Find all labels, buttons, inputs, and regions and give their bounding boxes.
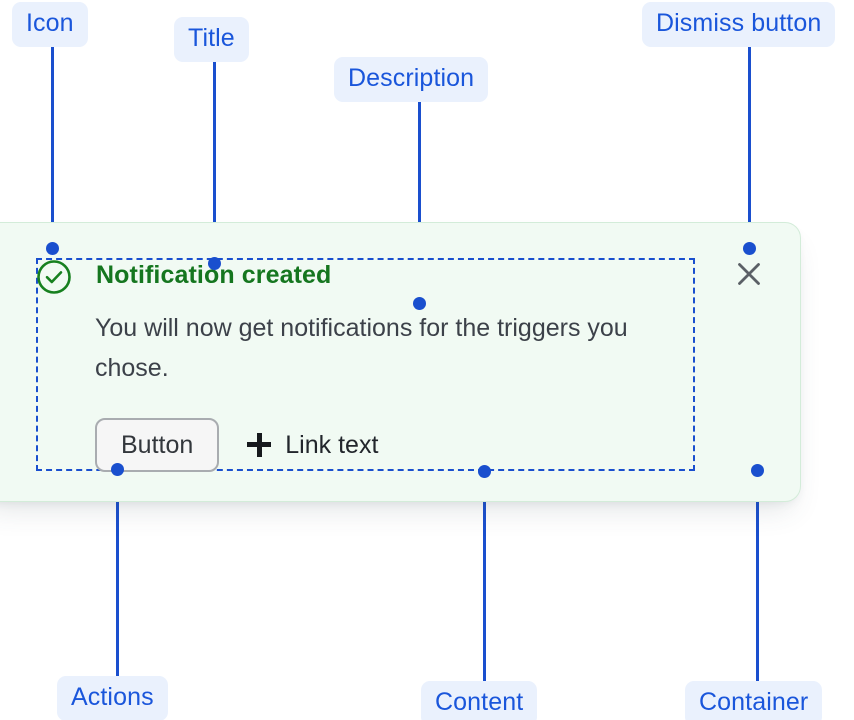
primary-action-button[interactable]: Button <box>95 418 220 472</box>
leader-dot-content <box>477 464 491 478</box>
success-check-circle-icon <box>36 259 72 295</box>
plus-icon <box>247 433 272 457</box>
notification-actions: Button Link text <box>95 418 378 472</box>
add-link-action-label: Link text <box>285 430 379 459</box>
leader-line-container <box>756 470 759 681</box>
notification-description: You will now get notifications for the t… <box>95 314 628 382</box>
close-x-icon <box>730 263 768 296</box>
leader-dot-icon <box>45 241 59 255</box>
leader-line-icon <box>51 44 54 248</box>
leader-dot-description <box>412 296 426 310</box>
leader-dot-container <box>750 463 764 477</box>
leader-line-dismiss <box>748 44 751 248</box>
leader-line-content <box>483 471 486 681</box>
annotation-label-content: Content <box>421 681 538 720</box>
annotation-label-title: Title <box>174 17 249 62</box>
annotation-label-description: Description <box>334 57 489 102</box>
leader-dot-dismiss <box>742 241 756 255</box>
leader-dot-title <box>207 256 221 270</box>
annotation-label-actions: Actions <box>57 676 168 720</box>
annotation-label-icon: Icon <box>12 2 88 47</box>
annotation-label-container: Container <box>685 681 823 720</box>
leader-line-title <box>213 59 216 263</box>
annotation-label-dismiss: Dismiss button <box>642 2 836 47</box>
add-link-action[interactable]: Link text <box>247 431 378 460</box>
leader-line-description <box>418 99 421 303</box>
dismiss-button[interactable] <box>730 255 768 293</box>
leader-dot-actions <box>110 462 124 476</box>
leader-line-actions <box>116 469 119 676</box>
